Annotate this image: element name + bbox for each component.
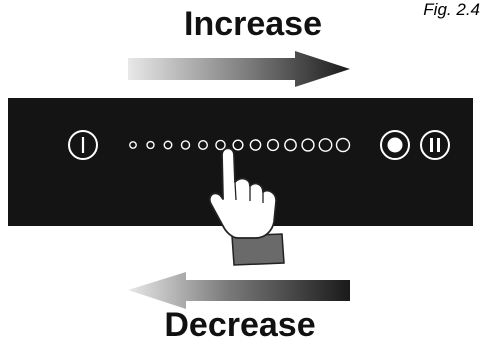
decrease-label: Decrease: [0, 305, 480, 345]
